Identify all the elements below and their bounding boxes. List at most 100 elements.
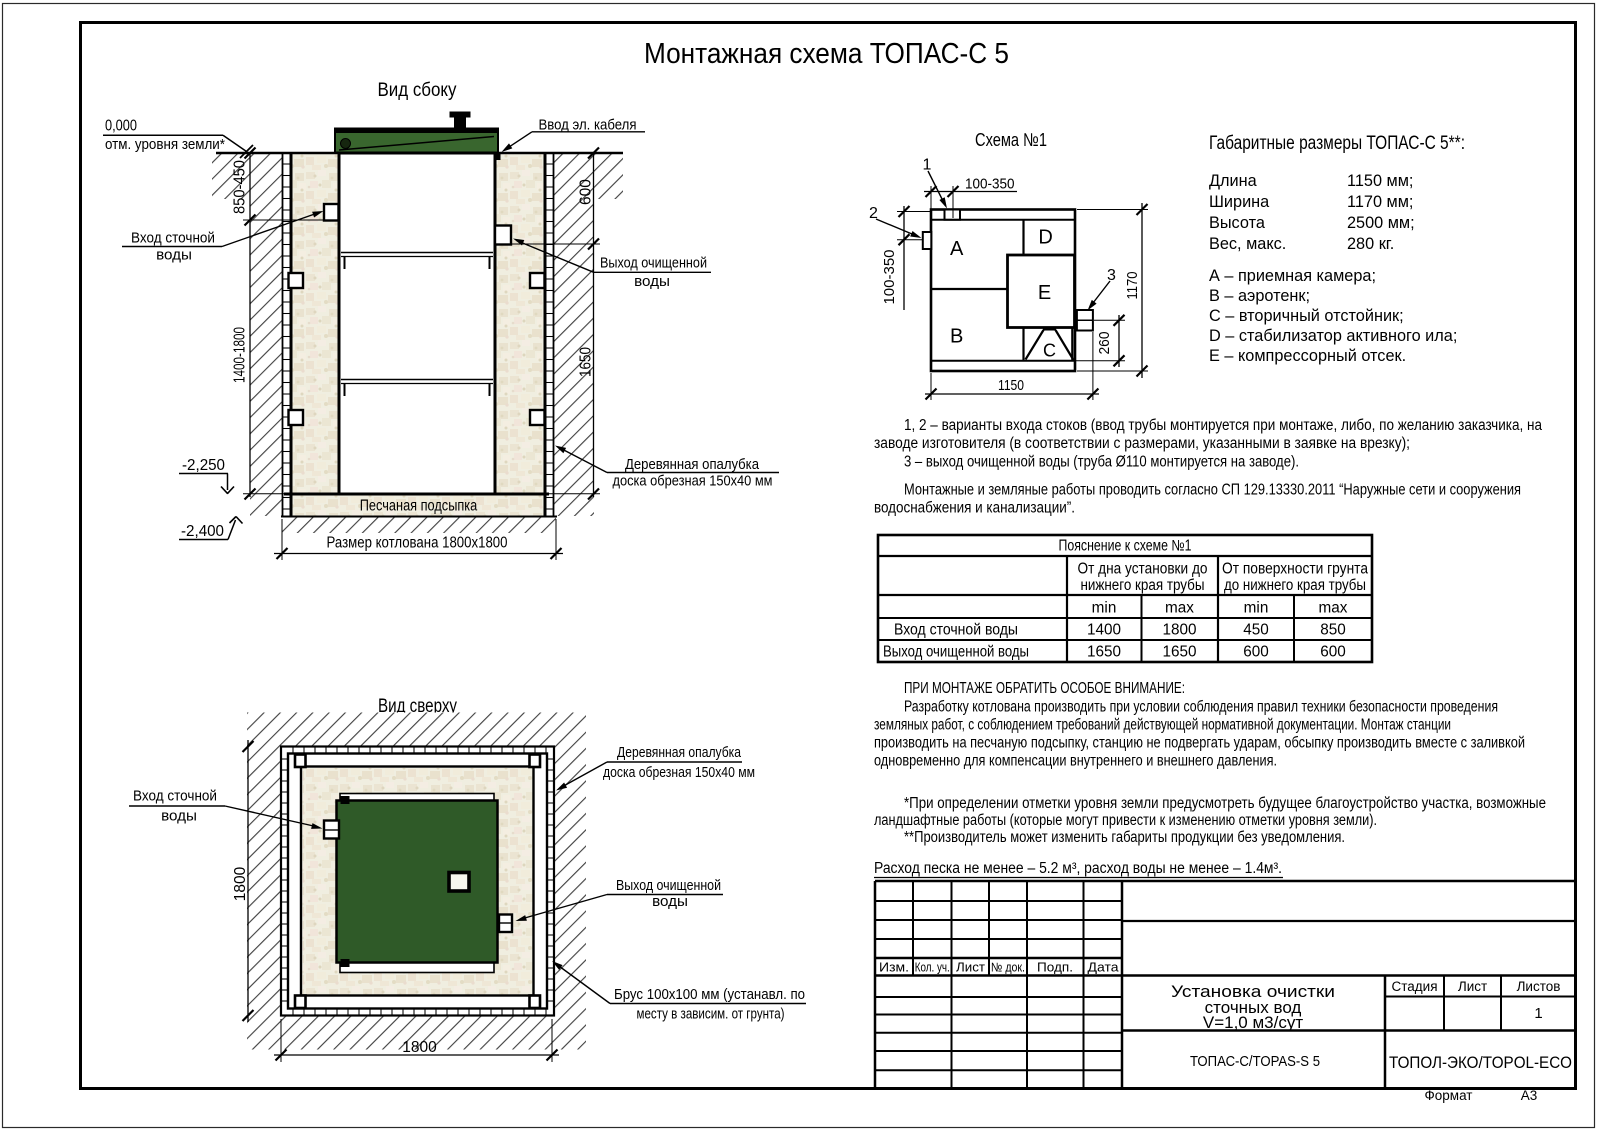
svg-text:1650: 1650 xyxy=(1162,644,1196,661)
svg-text:C: C xyxy=(1043,341,1056,361)
svg-text:450: 450 xyxy=(1243,622,1269,639)
svg-text:max: max xyxy=(1165,600,1194,617)
svg-text:до нижнего края трубы: до нижнего края трубы xyxy=(1224,577,1366,594)
svg-text:min: min xyxy=(1244,600,1269,617)
svg-text:2500 мм;: 2500 мм; xyxy=(1347,214,1415,232)
svg-text:Лист: Лист xyxy=(1458,979,1487,994)
svg-text:3: 3 xyxy=(1107,267,1116,284)
svg-text:Схема №1: Схема №1 xyxy=(975,129,1047,150)
svg-text:E: E xyxy=(1038,282,1051,304)
svg-text:Пояснение к схеме №1: Пояснение к схеме №1 xyxy=(1059,538,1192,555)
svg-text:С – вторичный отстойник;: С – вторичный отстойник; xyxy=(1209,307,1404,325)
svg-text:1800: 1800 xyxy=(1162,622,1196,639)
svg-text:воды: воды xyxy=(634,273,670,290)
svg-text:1170 мм;: 1170 мм; xyxy=(1347,193,1413,211)
svg-text:1800: 1800 xyxy=(232,866,249,901)
svg-text:600: 600 xyxy=(1320,644,1346,661)
svg-text:Вход сточной: Вход сточной xyxy=(131,230,215,247)
svg-text:производить на песчаную подсып: производить на песчаную подсыпку, станци… xyxy=(874,735,1525,752)
svg-text:D – стабилизатор активного ила: D – стабилизатор активного ила; xyxy=(1209,327,1457,345)
svg-text:1170: 1170 xyxy=(1124,272,1141,300)
svg-text:В – аэротенк;: В – аэротенк; xyxy=(1209,287,1310,305)
svg-text:сточных вод: сточных вод xyxy=(1205,998,1302,1017)
svg-text:max: max xyxy=(1319,600,1348,617)
svg-text:1: 1 xyxy=(1534,1005,1542,1022)
svg-text:Длина: Длина xyxy=(1209,172,1258,190)
svg-text:Стадия: Стадия xyxy=(1391,979,1437,994)
svg-text:одновременно для компенсации в: одновременно для компенсации внутреннего… xyxy=(874,753,1277,770)
svg-text:заводе изготовителя (в соответ: заводе изготовителя (в соответствии с ра… xyxy=(874,435,1410,452)
svg-text:воды: воды xyxy=(161,808,197,825)
svg-text:B: B xyxy=(950,325,963,347)
svg-text:Ширина: Ширина xyxy=(1209,193,1270,211)
svg-text:Ввод эл. кабеля: Ввод эл. кабеля xyxy=(539,117,637,134)
svg-text:-2,250: -2,250 xyxy=(182,457,225,474)
svg-text:Выход очищенной воды: Выход очищенной воды xyxy=(883,644,1029,661)
svg-text:1, 2 – варианты входа стоков: 1, 2 – варианты входа стоков (ввод трубы… xyxy=(904,417,1542,434)
svg-text:1800: 1800 xyxy=(402,1039,437,1056)
svg-text:Высота: Высота xyxy=(1209,214,1266,232)
svg-text:850: 850 xyxy=(1320,622,1346,639)
svg-text:Выход очищенной: Выход очищенной xyxy=(600,255,707,272)
svg-text:min: min xyxy=(1092,600,1117,617)
svg-text:Выход очищенной: Выход очищенной xyxy=(616,877,721,894)
svg-text:1: 1 xyxy=(923,157,932,174)
svg-text:ТОПОЛ-ЭКО/TOPOL-ECO: ТОПОЛ-ЭКО/TOPOL-ECO xyxy=(1389,1053,1572,1072)
svg-text:ПРИ МОНТАЖЕ ОБРАТИТЬ ОСОБОЕ ВН: ПРИ МОНТАЖЕ ОБРАТИТЬ ОСОБОЕ ВНИМАНИЕ: xyxy=(904,680,1185,697)
svg-text:Разработку котлована производи: Разработку котлована производить при усл… xyxy=(904,699,1498,716)
svg-text:Вид сверху: Вид сверху xyxy=(378,696,457,717)
svg-text:водоснабжения и канализации”.: водоснабжения и канализации”. xyxy=(874,500,1075,517)
svg-text:-2,400: -2,400 xyxy=(181,523,224,540)
svg-text:Кол. уч.: Кол. уч. xyxy=(915,960,950,975)
svg-text:600: 600 xyxy=(1243,644,1269,661)
svg-text:2: 2 xyxy=(869,205,878,222)
svg-text:ТОПАС-С/TOPAS-S 5: ТОПАС-С/TOPAS-S 5 xyxy=(1190,1054,1320,1070)
svg-text:Формат: Формат xyxy=(1425,1088,1473,1103)
svg-text:отм. уровня земли*: отм. уровня земли* xyxy=(105,136,225,153)
svg-text:Лист: Лист xyxy=(956,960,985,975)
svg-text:Изм.: Изм. xyxy=(879,960,909,975)
svg-text:доска обрезная 150х40 мм: доска обрезная 150х40 мм xyxy=(603,764,755,781)
svg-text:Песчаная подсыпка: Песчаная подсыпка xyxy=(360,498,478,515)
svg-text:A: A xyxy=(950,238,964,260)
svg-text:От дна установки до: От дна установки до xyxy=(1078,561,1208,578)
svg-text:нижнего края трубы: нижнего края трубы xyxy=(1081,577,1205,594)
svg-text:А – приемная камера;: А – приемная камера; xyxy=(1209,267,1376,285)
svg-text:Расход песка не менее – 5.2 м³: Расход песка не менее – 5.2 м³, расход в… xyxy=(874,860,1282,877)
svg-text:Подп.: Подп. xyxy=(1037,960,1073,975)
svg-text:Деревянная опалубка: Деревянная опалубка xyxy=(617,744,741,761)
svg-text:1150 мм;: 1150 мм; xyxy=(1347,172,1413,190)
svg-text:№ док.: № док. xyxy=(991,960,1025,975)
svg-text:ландшафтные работы (которые мо: ландшафтные работы (которые могут привес… xyxy=(874,812,1377,829)
svg-text:месту в зависим. от грунта): месту в зависим. от грунта) xyxy=(637,1006,785,1023)
svg-text:1650: 1650 xyxy=(578,347,595,377)
svg-text:100-350: 100-350 xyxy=(881,249,898,304)
svg-text:**Производитель может изменить: **Производитель может изменить габариты … xyxy=(904,829,1345,846)
svg-text:600: 600 xyxy=(578,179,595,205)
svg-text:3 – выход очищенной воды (труб: 3 – выход очищенной воды (труба Ø110 мон… xyxy=(904,454,1299,471)
svg-text:Листов: Листов xyxy=(1517,979,1561,994)
svg-text:850-450: 850-450 xyxy=(232,160,249,214)
svg-text:доска обрезная 150х40 мм: доска обрезная 150х40 мм xyxy=(613,473,773,490)
svg-text:Размер котлована 1800х1800: Размер котлована 1800х1800 xyxy=(327,535,508,552)
svg-text:1150: 1150 xyxy=(998,377,1024,394)
svg-text:100-350: 100-350 xyxy=(965,176,1015,193)
svg-text:Вид сбоку: Вид сбоку xyxy=(378,80,457,101)
svg-text:Брус 100х100 мм (устанавл. по: Брус 100х100 мм (устанавл. по xyxy=(614,986,805,1003)
svg-text:280 кг.: 280 кг. xyxy=(1347,235,1394,253)
svg-text:Габаритные размеры ТОПАС-С 5**: Габаритные размеры ТОПАС-С 5**: xyxy=(1209,133,1465,154)
svg-text:*При определении отметки уровн: *При определении отметки уровня земли пр… xyxy=(904,795,1546,812)
svg-text:0,000: 0,000 xyxy=(105,118,137,135)
svg-text:Монтажные и земляные работы пр: Монтажные и земляные работы проводить со… xyxy=(904,482,1521,499)
svg-text:Деревянная опалубка: Деревянная опалубка xyxy=(625,456,759,473)
svg-text:Монтажная схема ТОПАС-С 5: Монтажная схема ТОПАС-С 5 xyxy=(644,38,1009,70)
svg-text:1400-1800: 1400-1800 xyxy=(232,327,249,383)
svg-text:1650: 1650 xyxy=(1087,644,1121,661)
svg-text:Дата: Дата xyxy=(1088,960,1120,975)
svg-text:воды: воды xyxy=(652,893,688,910)
svg-text:земляных работ, с соблюдением: земляных работ, с соблюдением требований… xyxy=(874,717,1451,734)
svg-text:Установка очистки: Установка очистки xyxy=(1171,982,1335,1001)
svg-text:1400: 1400 xyxy=(1087,622,1121,639)
svg-text:От поверхности грунта: От поверхности грунта xyxy=(1222,561,1368,578)
svg-text:Вход сточной воды: Вход сточной воды xyxy=(894,622,1018,639)
